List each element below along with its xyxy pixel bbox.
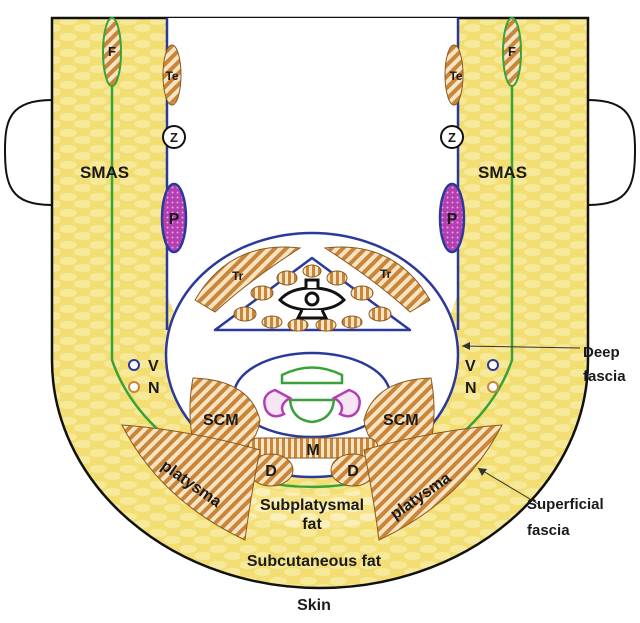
vertebra xyxy=(277,278,347,320)
z-right-label: Z xyxy=(448,130,456,145)
platysma-left-muscle xyxy=(121,424,261,541)
subplatysmal-label-line1: Subplatysmal xyxy=(260,497,364,514)
p-left-label: P xyxy=(169,211,180,228)
z-left-label: Z xyxy=(170,130,178,145)
n-left-nerve xyxy=(128,381,140,393)
deep-fascia-arrow xyxy=(461,345,581,349)
te-left-muscle xyxy=(162,44,182,106)
n-right-label: N xyxy=(465,380,477,397)
superficial-fascia-label-line2: fascia xyxy=(527,522,570,539)
tr-left-muscle xyxy=(194,246,302,313)
left-ear xyxy=(3,99,53,206)
tr-right-label: Tr xyxy=(380,267,392,281)
te-right-label: Te xyxy=(449,69,462,83)
deep-fascia-label-line1: Deep xyxy=(583,344,620,361)
right-ear xyxy=(587,99,637,206)
superficial-fascia-line xyxy=(110,18,514,489)
scm-left-label: SCM xyxy=(203,412,239,429)
v-right-label: V xyxy=(465,358,476,375)
subcutaneous-label: Subcutaneous fat xyxy=(247,553,382,570)
superficial-fascia-label-line1: Superficial xyxy=(527,496,604,513)
te-left-label: Te xyxy=(165,69,178,83)
te-right-muscle xyxy=(444,44,464,106)
d-left-label: D xyxy=(265,463,277,480)
v-right-vessel xyxy=(487,359,499,371)
scm-right-label: SCM xyxy=(383,412,419,429)
n-right-nerve xyxy=(487,381,499,393)
platysma-right-muscle xyxy=(363,424,503,541)
larynx-trachea xyxy=(263,366,361,424)
p-left-gland xyxy=(160,182,188,254)
f-left-label: F xyxy=(108,44,116,59)
smas-right-label: SMAS xyxy=(478,163,527,182)
deep-fascia-label-line2: fascia xyxy=(583,368,626,385)
tr-left-label: Tr xyxy=(232,269,244,283)
f-right-label: F xyxy=(508,44,516,59)
z-right-marker xyxy=(440,125,464,149)
superficial-fascia-arrow xyxy=(477,467,541,506)
d-right-label: D xyxy=(347,463,359,480)
p-right-label: P xyxy=(447,211,458,228)
skin-label: Skin xyxy=(297,597,331,614)
v-left-label: V xyxy=(148,358,159,375)
v-left-vessel xyxy=(128,359,140,371)
n-left-label: N xyxy=(148,380,160,397)
z-left-marker xyxy=(162,125,186,149)
smas-left-label: SMAS xyxy=(80,163,129,182)
p-right-gland xyxy=(438,182,466,254)
subplatysmal-label-line2: fat xyxy=(302,516,322,533)
m-label: M xyxy=(306,442,319,459)
tr-right-muscle xyxy=(323,246,431,313)
f-left-muscle xyxy=(102,17,122,87)
f-right-muscle xyxy=(502,17,522,87)
deep-neck-muscles xyxy=(233,264,392,332)
